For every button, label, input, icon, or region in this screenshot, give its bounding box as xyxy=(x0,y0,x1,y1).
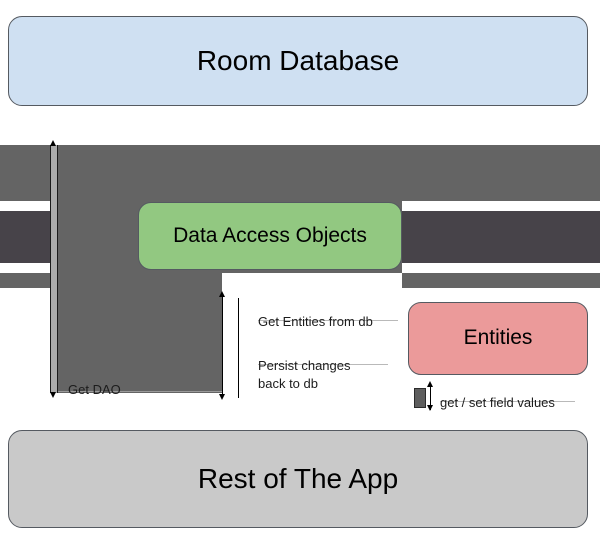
arrow-line-get-set-field-values[interactable] xyxy=(430,386,431,410)
connector-get-dao xyxy=(58,391,222,392)
connector-get-entities-rule xyxy=(258,320,398,321)
connector-field-values-rule xyxy=(440,401,575,402)
lifeline-arrowhead-top-icon xyxy=(50,140,56,146)
activation-bar-entities xyxy=(414,388,426,408)
arrow-line-persist-changes[interactable] xyxy=(238,298,239,398)
arrow-get-entities-arrowhead-top-icon xyxy=(219,291,225,297)
connector-persist-changes-rule xyxy=(258,364,388,365)
activation-band-middle-right xyxy=(402,211,600,263)
message-label-persist-changes-line2: back to db xyxy=(258,375,318,391)
message-label-get-dao: Get DAO xyxy=(68,382,121,397)
activation-band-lower-right xyxy=(402,273,600,288)
activation-band-middle-left xyxy=(0,211,50,263)
message-label-persist-changes-back-to-db: Persist changes back to db xyxy=(258,357,351,392)
arrow-field-values-arrowhead-top-icon xyxy=(427,381,433,387)
lifeline-arrowhead-bottom-icon xyxy=(50,392,56,398)
participant-data-access-objects[interactable]: Data Access Objects xyxy=(138,202,402,270)
message-label-get-entities-from-db: Get Entities from db xyxy=(258,314,373,329)
participant-rest-of-the-app[interactable]: Rest of The App xyxy=(8,430,588,528)
lifeline-room-database xyxy=(50,145,58,393)
participant-room-database-label: Room Database xyxy=(196,44,400,76)
arrow-get-entities-arrowhead-bottom-icon xyxy=(219,394,225,400)
participant-rest-of-the-app-label: Rest of The App xyxy=(197,462,399,494)
arrow-field-values-arrowhead-bottom-icon xyxy=(427,405,433,411)
participant-entities[interactable]: Entities xyxy=(408,302,588,375)
activation-band-lower-left xyxy=(0,273,50,288)
arrow-line-get-entities[interactable] xyxy=(222,296,223,398)
message-label-get-set-field-values: get / set field values xyxy=(440,395,555,410)
participant-entities-label: Entities xyxy=(463,326,533,350)
activation-band-upper-left xyxy=(0,145,50,201)
participant-data-access-objects-label: Data Access Objects xyxy=(173,223,367,247)
message-label-persist-changes-line1: Persist changes xyxy=(258,358,351,373)
participant-room-database[interactable]: Room Database xyxy=(8,16,588,106)
